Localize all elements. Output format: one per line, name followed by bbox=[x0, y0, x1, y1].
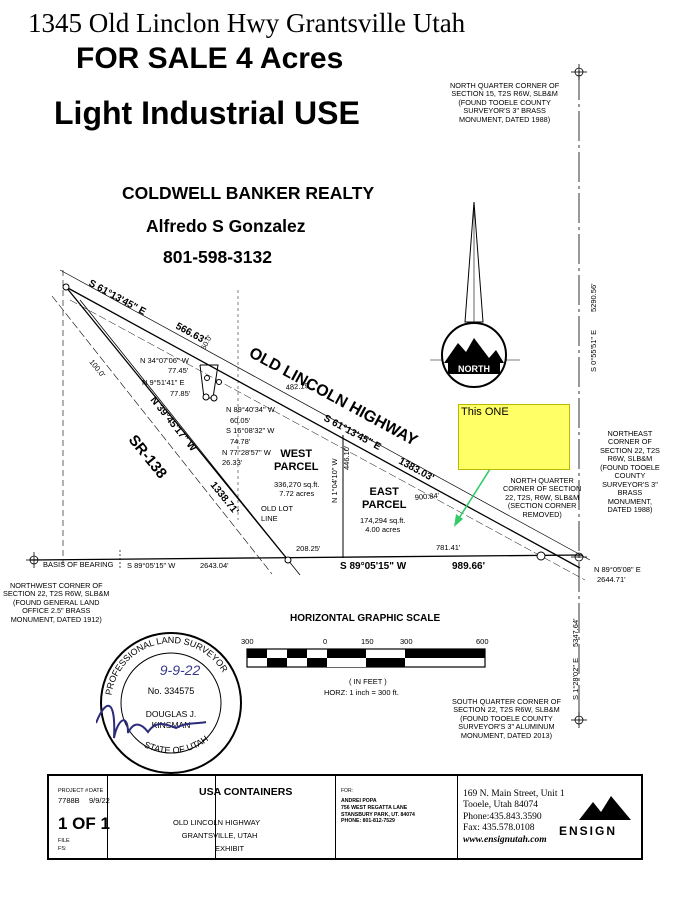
project-lines: OLD LINCOLN HIGHWAY GRANTSVILLE, UTAH EX… bbox=[173, 818, 261, 853]
south-distance: 989.66' bbox=[452, 561, 485, 572]
sr138-label: SR-138 bbox=[125, 432, 170, 482]
client-name: USA CONTAINERS bbox=[199, 786, 293, 798]
title-block: PROJECT # 7788B DATE 9/9/22 1 OF 1 FILE … bbox=[47, 774, 643, 860]
project-number: 7788B bbox=[58, 796, 80, 805]
surveyor-seal: PROFESSIONAL LAND SURVEYOR STATE OF UTAH… bbox=[96, 632, 242, 774]
svg-text:446.10': 446.10' bbox=[342, 445, 351, 470]
sr138-line-2 bbox=[79, 299, 301, 576]
sr-distance: 1338.71' bbox=[208, 480, 241, 517]
pointer-arrowhead bbox=[454, 514, 463, 527]
highway-distance: 1383.03' bbox=[397, 456, 436, 484]
compass-label: NORTH bbox=[458, 364, 490, 374]
highway-centerline bbox=[69, 299, 586, 581]
east-parcel-area: 174,294 sq.ft.4.00 acres bbox=[360, 516, 406, 535]
sr-bearing: N 39°45'17" W bbox=[148, 395, 199, 454]
compass-label-bar bbox=[448, 363, 500, 374]
scale-ratio: HORZ: 1 inch = 300 ft. bbox=[324, 688, 399, 697]
svg-text:100.0': 100.0' bbox=[87, 358, 107, 380]
svg-text:5347.64': 5347.64' bbox=[571, 618, 580, 647]
seal-date: 9-9-22 bbox=[160, 662, 201, 678]
seal-ring-bottom: STATE OF UTAH bbox=[143, 734, 210, 756]
this-one-highlight: This ONE bbox=[458, 404, 570, 470]
south-boundary-line bbox=[29, 554, 583, 561]
west-parcel-area: 336,270 sq.ft.7.72 acres bbox=[274, 480, 320, 499]
svg-text:S 1°28'02" E: S 1°28'02" E bbox=[571, 658, 580, 700]
seal-number: No. 334575 bbox=[148, 686, 195, 696]
agent-phone: 801-598-3132 bbox=[163, 247, 272, 267]
seal-name-1: DOUGLAS J. bbox=[146, 709, 197, 719]
corner-detail bbox=[199, 364, 219, 399]
nq22-point bbox=[536, 551, 546, 561]
top-parcel-line bbox=[65, 286, 581, 569]
property-address: 1345 Old Linclon Hwy Grantsville Utah bbox=[28, 8, 466, 38]
top-bearing: S 61°13'45" E bbox=[87, 278, 148, 318]
use-headline: Light Industrial USE bbox=[54, 95, 360, 131]
scale-unit: ( IN FEET ) bbox=[349, 677, 387, 686]
this-one-label: This ONE bbox=[461, 406, 509, 418]
svg-text:482.19': 482.19' bbox=[285, 381, 311, 392]
signature-stroke bbox=[96, 704, 207, 739]
agent-name: Alfredo S Gonzalez bbox=[146, 216, 306, 236]
firm-name: ENSIGN bbox=[559, 824, 618, 838]
svg-text:900.84': 900.84' bbox=[414, 491, 440, 502]
ensign-logo-icon bbox=[579, 796, 631, 820]
seal-name-2: KINSMAN bbox=[152, 720, 191, 730]
sr-point bbox=[284, 556, 292, 564]
sr138-line-3 bbox=[51, 295, 273, 575]
highway-north-edge bbox=[59, 269, 591, 561]
nw-point bbox=[62, 283, 70, 291]
svg-text:STATE OF UTAH: STATE OF UTAH bbox=[143, 734, 210, 756]
graphic-scale-bar bbox=[246, 648, 486, 668]
svg-text:5290.56': 5290.56' bbox=[589, 283, 598, 312]
scale-title: HORIZONTAL GRAPHIC SCALE bbox=[290, 613, 441, 624]
svg-text:N 1°04'10" W: N 1°04'10" W bbox=[330, 457, 339, 503]
sheet-number: 1 OF 1 bbox=[58, 814, 110, 833]
svg-text:S 0°55'51" E: S 0°55'51" E bbox=[589, 330, 598, 372]
sale-headline: FOR SALE 4 Acres bbox=[76, 42, 344, 75]
compass-mountains bbox=[444, 338, 504, 363]
project-date: 9/9/22 bbox=[89, 796, 110, 805]
south-bearing: S 89°05'15" W bbox=[340, 561, 407, 572]
brokerage-name: COLDWELL BANKER REALTY bbox=[122, 183, 375, 203]
sr138-line-1 bbox=[65, 286, 289, 561]
